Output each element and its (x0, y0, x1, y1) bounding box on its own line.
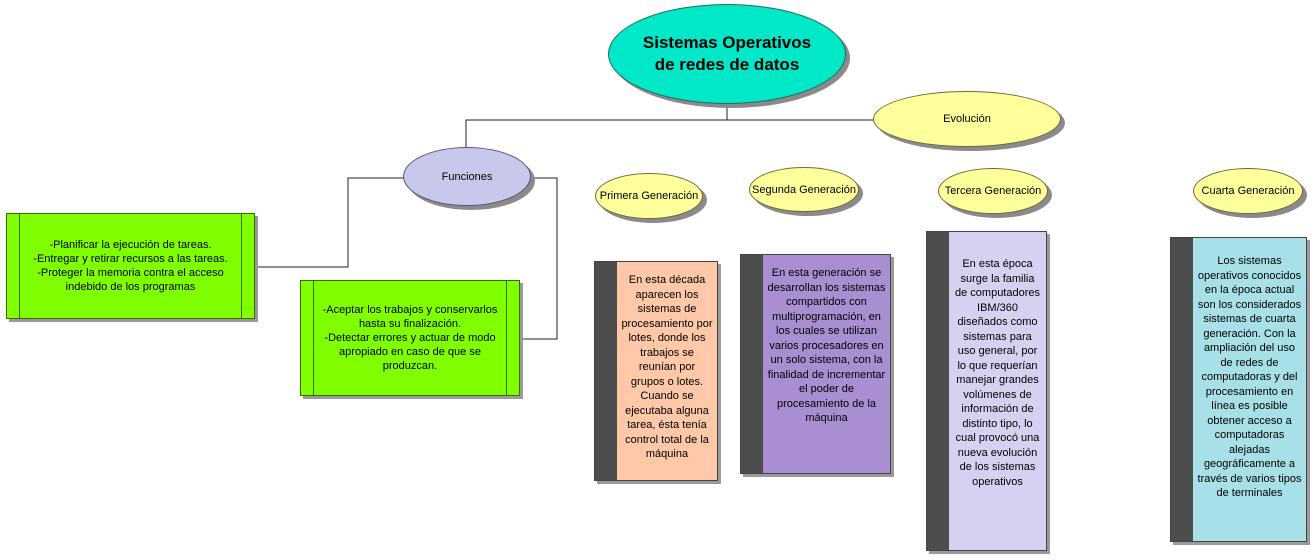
funciones-label: Funciones (441, 170, 493, 183)
cuarta-generacion-card: Los sistemas operativos conocidos en la … (1170, 237, 1307, 542)
tercera-generacion-label: Tercera Generación (944, 185, 1042, 197)
card-side-bar (927, 232, 949, 550)
cuarta-generacion-node: Cuarta Generación (1193, 168, 1303, 214)
primera-generacion-text: En esta década aparecen los sistemas de … (617, 262, 717, 480)
tercera-generacion-text: En esta época surge la familia de comput… (949, 232, 1046, 550)
funciones-box-1-text: -Planificar la ejecución de tareas. -Ent… (33, 239, 228, 293)
funciones-node: Funciones (403, 147, 531, 206)
cuarta-generacion-label: Cuarta Generación (1201, 185, 1295, 197)
primera-generacion-node: Primera Generación (595, 173, 703, 219)
connector-main-evolucion (726, 104, 875, 121)
segunda-generacion-text: En esta generación se desarrollan los si… (763, 255, 890, 473)
cuarta-generacion-text: Los sistemas operativos conocidos en la … (1193, 238, 1306, 541)
card-side-bar (595, 262, 617, 480)
connector-funciones-box2 (520, 177, 558, 340)
card-side-bar (741, 255, 763, 473)
connector-funciones-box1 (255, 177, 404, 268)
tercera-generacion-node: Tercera Generación (938, 168, 1048, 214)
primera-generacion-label: Primera Generación (599, 190, 699, 202)
funciones-box-2-text: -Aceptar los trabajos y conservarlos has… (322, 304, 498, 372)
funciones-box-1: -Planificar la ejecución de tareas. -Ent… (6, 213, 255, 319)
segunda-generacion-card: En esta generación se desarrollan los si… (740, 254, 891, 474)
evolucion-label: Evolución (943, 113, 991, 125)
segunda-generacion-label: Segunda Generación (752, 183, 856, 196)
funciones-box-2: -Aceptar los trabajos y conservarlos has… (300, 280, 520, 396)
evolucion-node: Evolución (873, 91, 1061, 147)
main-topic-title: Sistemas Operativos de redes de datos (642, 33, 812, 74)
connector-main-branches (465, 119, 727, 147)
card-side-bar (1171, 238, 1193, 541)
segunda-generacion-node: Segunda Generación (749, 167, 859, 212)
tercera-generacion-card: En esta época surge la familia de comput… (926, 231, 1047, 551)
main-topic-node: Sistemas Operativos de redes de datos (608, 4, 846, 104)
primera-generacion-card: En esta década aparecen los sistemas de … (594, 261, 718, 481)
